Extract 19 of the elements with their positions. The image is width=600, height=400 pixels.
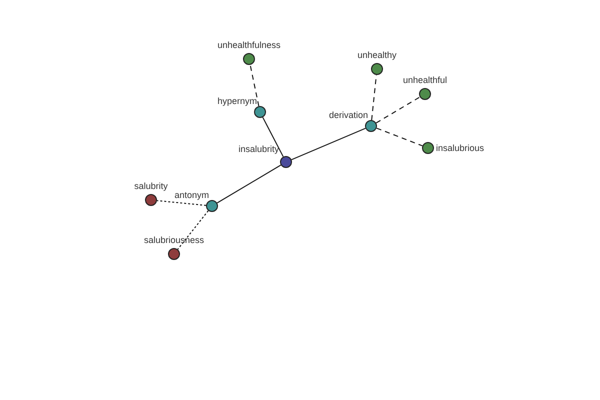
connector-line [250,64,260,107]
connector-line [371,74,377,121]
connector-line [376,96,420,124]
connector-line [216,164,282,204]
node-label: derivation [328,110,368,121]
node-label: salubriousness [144,235,204,246]
node-label: unhealthy [357,50,397,61]
node-label: unhealthfulness [217,40,281,51]
connector-line [376,128,423,146]
node-label: insalubrious [436,142,484,154]
node-label: salubrity [134,181,168,192]
node-label: hypernym [217,96,257,107]
connector-line [156,200,207,206]
node-label: unhealthful [402,75,448,86]
node-label: insalubrity [238,144,279,155]
connector-line [291,128,366,160]
connector-line [262,116,284,158]
connector-line [177,210,209,250]
node-label: antonym [174,190,209,201]
